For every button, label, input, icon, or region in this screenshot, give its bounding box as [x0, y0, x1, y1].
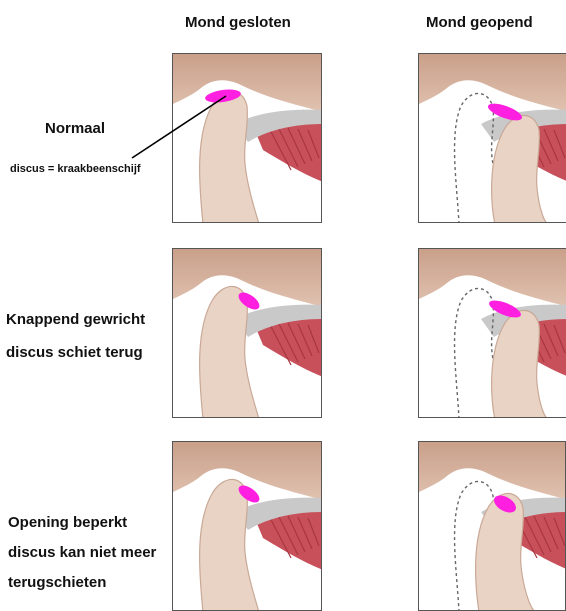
row-sublabel-limited-1: discus kan niet meer — [8, 544, 156, 561]
column-header-closed: Mond gesloten — [185, 14, 291, 31]
joint-illustration — [419, 54, 566, 223]
panel-normal-closed — [172, 53, 322, 223]
row-sublabel-limited-2: terugschieten — [8, 574, 106, 591]
column-header-open: Mond geopend — [426, 14, 533, 31]
joint-illustration — [419, 249, 566, 418]
joint-illustration — [173, 442, 322, 611]
panel-clicking-closed — [172, 248, 322, 418]
row-sublabel-clicking: discus schiet terug — [6, 344, 143, 361]
panel-limited-open — [418, 441, 566, 611]
row-label-limited: Opening beperkt — [8, 514, 127, 531]
panel-clicking-open — [418, 248, 566, 418]
skull-bone — [419, 442, 566, 500]
joint-illustration — [419, 442, 566, 611]
panel-limited-closed — [172, 441, 322, 611]
row-label-normal: Normaal — [45, 120, 105, 137]
mandible-condyle — [200, 91, 259, 223]
row-label-clicking: Knappend gewricht — [6, 311, 145, 328]
panel-normal-open — [418, 53, 566, 223]
skull-bone — [419, 249, 566, 307]
joint-illustration — [173, 54, 322, 223]
joint-illustration — [173, 249, 322, 418]
row-sublabel-normal: discus = kraakbeenschijf — [10, 163, 141, 175]
skull-bone — [173, 54, 322, 112]
skull-bone — [419, 54, 566, 112]
